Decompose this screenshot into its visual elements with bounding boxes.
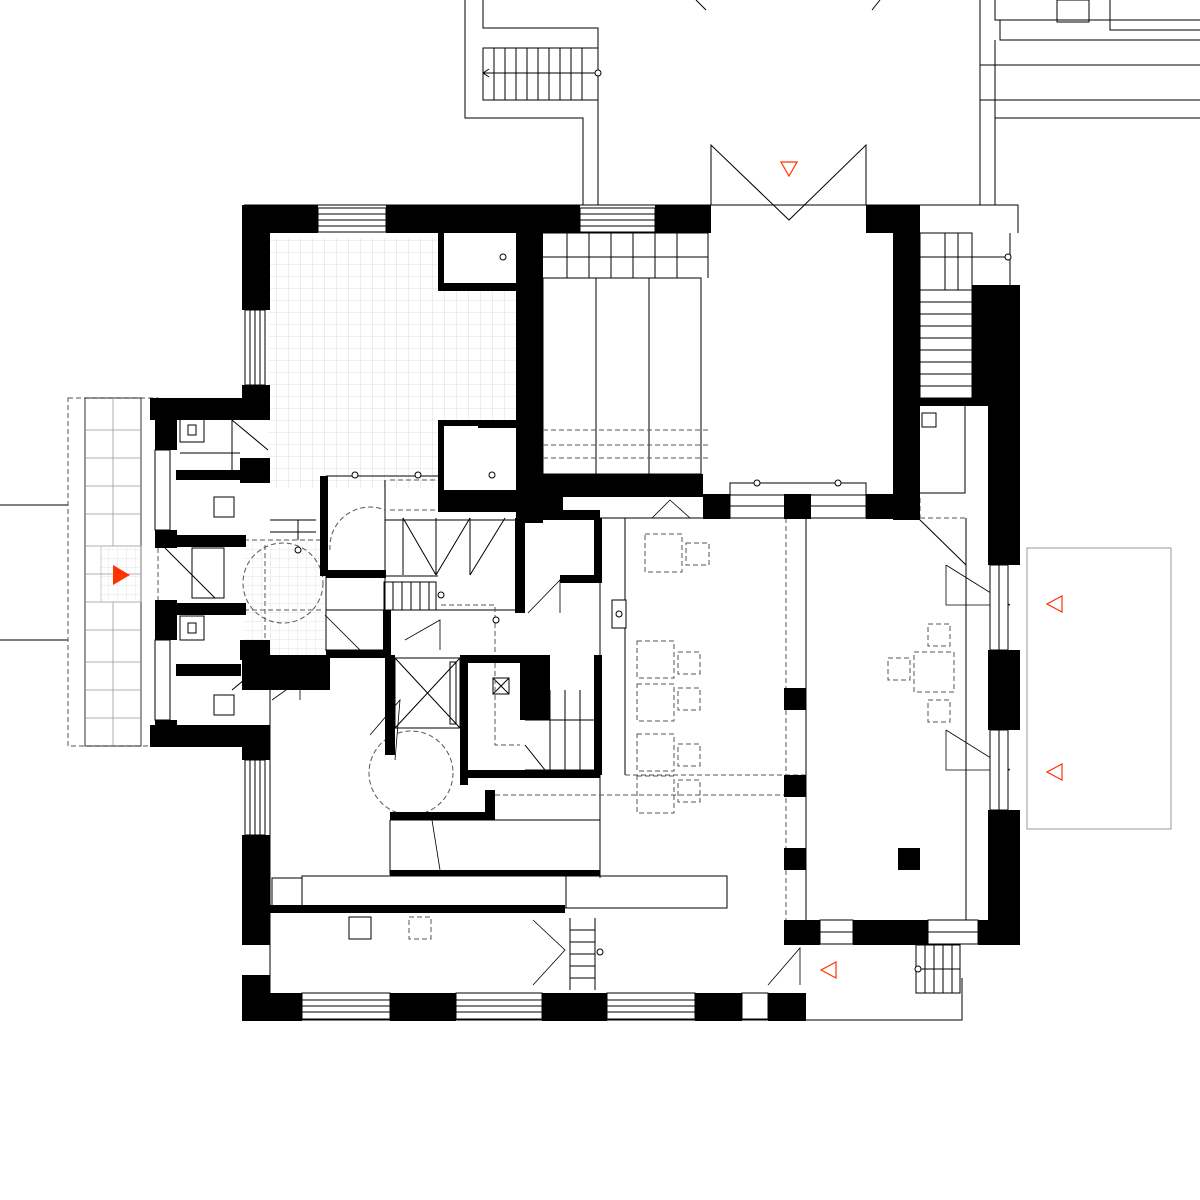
entrance-bottom-marker — [819, 961, 837, 979]
windows — [154, 207, 1009, 1020]
site-context — [0, 0, 1200, 641]
terrace-lower-marker — [1045, 763, 1063, 781]
entrance-left-marker — [113, 565, 130, 585]
entrance-markers — [113, 161, 1063, 979]
east-terrace — [1026, 547, 1172, 830]
dashed-elements — [242, 429, 966, 940]
entrance-top-marker — [779, 161, 799, 178]
terrace-upper-marker — [1045, 595, 1063, 613]
tiled-floors — [244, 238, 518, 655]
left-porch — [67, 397, 159, 747]
main-entrance-doors — [710, 143, 867, 221]
walls — [150, 205, 1020, 1021]
